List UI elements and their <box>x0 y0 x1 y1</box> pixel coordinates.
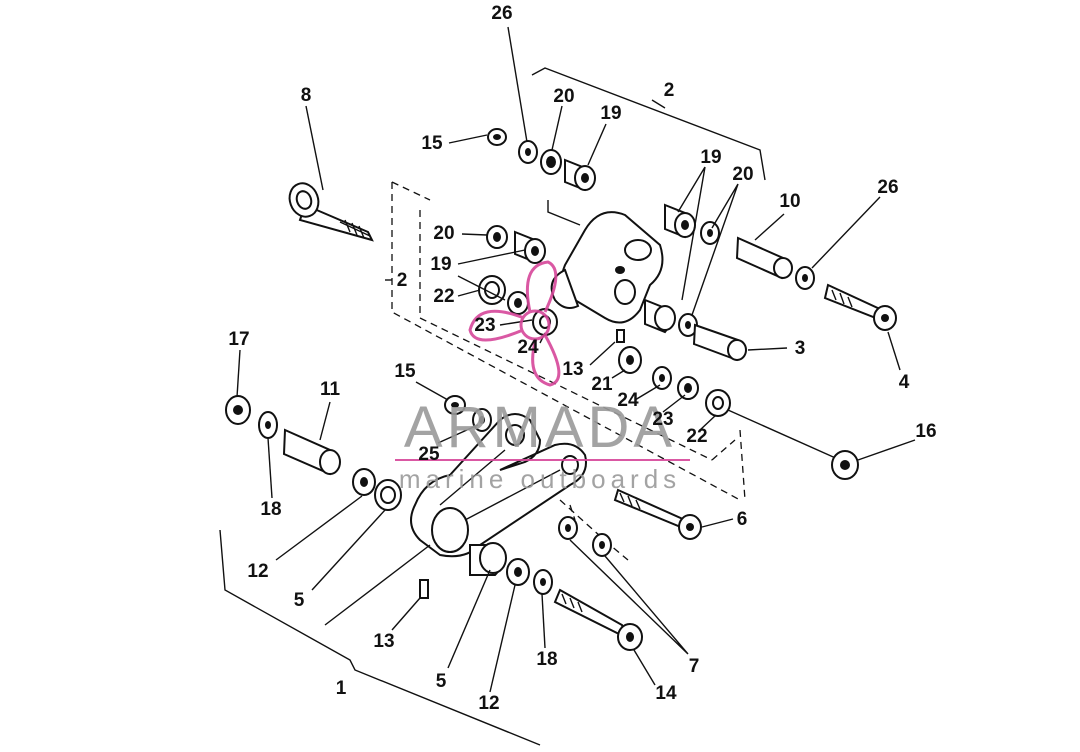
upper-assembly <box>288 128 897 480</box>
armada-watermark: ARMADA marine outboards <box>395 260 690 494</box>
bolt-8 <box>288 182 374 242</box>
callout-24: 24 <box>617 390 639 411</box>
callout-16: 16 <box>915 421 936 442</box>
callout-22: 22 <box>433 286 454 307</box>
callout-13: 13 <box>562 359 583 380</box>
callout-2: 2 <box>397 270 408 291</box>
callout-labels: 26 2 8 20 19 15 19 20 26 10 20 19 2 22 2… <box>228 3 936 714</box>
callout-3: 3 <box>795 338 806 359</box>
right-lower-stack <box>644 298 747 362</box>
callout-15: 15 <box>421 133 443 154</box>
callout-21: 21 <box>591 374 613 395</box>
watermark-brand: ARMADA <box>404 395 676 460</box>
left-lower-stack <box>225 395 402 511</box>
leader-lines <box>236 26 916 693</box>
right-upper-stack <box>664 203 897 331</box>
top-stack <box>487 128 596 192</box>
callout-1: 1 <box>336 678 347 699</box>
callout-12: 12 <box>478 693 499 714</box>
callout-2: 2 <box>664 80 675 101</box>
callout-7: 7 <box>689 656 700 677</box>
callout-12: 12 <box>247 561 268 582</box>
callout-20: 20 <box>732 164 753 185</box>
callout-19: 19 <box>430 254 451 275</box>
callout-18: 18 <box>260 499 281 520</box>
watermark-tagline: marine outboards <box>399 464 681 494</box>
callout-26: 26 <box>877 177 898 198</box>
callout-10: 10 <box>779 191 800 212</box>
callout-25: 25 <box>418 444 440 465</box>
callout-23: 23 <box>474 315 495 336</box>
group-brackets <box>219 67 766 746</box>
callout-14: 14 <box>655 683 677 704</box>
callout-4: 4 <box>899 372 910 393</box>
right-lower-bolt-stack <box>469 542 643 651</box>
callout-23: 23 <box>652 409 673 430</box>
lower-assembly <box>225 395 702 651</box>
callout-24: 24 <box>517 337 539 358</box>
callout-19: 19 <box>600 103 621 124</box>
callout-8: 8 <box>301 85 312 106</box>
callout-5: 5 <box>294 590 305 611</box>
grease-nipple-lower <box>419 579 429 599</box>
callout-6: 6 <box>737 509 748 530</box>
callout-20: 20 <box>553 86 574 107</box>
callout-20: 20 <box>433 223 454 244</box>
upper-link-bracket <box>547 200 664 324</box>
callout-13: 13 <box>373 631 394 652</box>
callout-22: 22 <box>686 426 707 447</box>
callout-19: 19 <box>700 147 721 168</box>
left-middle-stack <box>478 225 558 336</box>
callout-17: 17 <box>228 329 249 350</box>
callout-11: 11 <box>320 379 341 400</box>
callout-18: 18 <box>536 649 557 670</box>
bolt-6-and-washers <box>558 488 702 557</box>
callout-15: 15 <box>394 361 416 382</box>
middle-lower-stack <box>616 329 859 480</box>
callout-5: 5 <box>436 671 447 692</box>
callout-26: 26 <box>491 3 512 24</box>
propeller-logo <box>468 260 561 387</box>
